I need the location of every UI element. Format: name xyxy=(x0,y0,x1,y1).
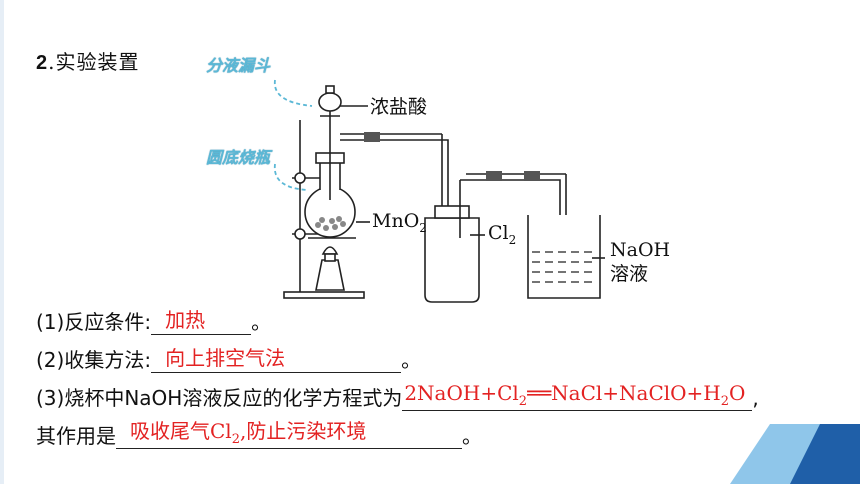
cl2-subscript: 2 xyxy=(508,232,517,247)
flame xyxy=(321,246,339,255)
mno2-subscript: 2 xyxy=(419,220,427,235)
label-mno2: MnO2 xyxy=(372,210,427,235)
gas-collecting-bottle xyxy=(424,217,480,303)
flask-arrow xyxy=(273,163,309,191)
eq-sub2: 2 xyxy=(720,394,730,409)
q3-equation: 2NaOH+Cl2══NaCl+NaClO+H2O xyxy=(404,381,745,409)
q1-blank: 加热 xyxy=(151,308,252,335)
eq-part3: O xyxy=(729,381,746,405)
mno2-particles xyxy=(315,216,346,231)
naoh-line2: 溶液 xyxy=(610,263,649,285)
funnel-arrow xyxy=(274,79,313,107)
label-conc-hcl: 浓盐酸 xyxy=(370,96,428,118)
q3-line2-suffix: 。 xyxy=(462,424,482,448)
eq-part2: ══NaCl+NaClO+H xyxy=(527,381,721,405)
question-3-line2: 其作用是吸收尾气Cl2,防止污染环境。 xyxy=(36,419,482,449)
naoh-line1: NaOH xyxy=(610,239,671,261)
q3-line2-prefix: 其作用是 xyxy=(36,424,116,448)
callout-separatory-funnel: 分液漏斗 xyxy=(206,56,271,75)
q2-suffix: 。 xyxy=(401,348,422,372)
answer2-part2: ,防止污染环境 xyxy=(239,419,367,443)
q3-blank: 2NaOH+Cl2══NaCl+NaClO+H2O xyxy=(402,381,753,411)
label-naoh: NaOH 溶液 xyxy=(610,238,670,286)
q2-prefix: (2)收集方法: xyxy=(36,348,152,372)
beaker xyxy=(527,215,601,299)
eq-sub1: 2 xyxy=(518,394,528,409)
q3-suffix: , xyxy=(752,386,759,410)
corner-decoration xyxy=(730,424,860,484)
section-heading: 2.实验装置 xyxy=(36,46,139,75)
q3-answer2: 吸收尾气Cl2,防止污染环境 xyxy=(130,415,366,447)
q1-prefix: (1)反应条件: xyxy=(36,310,152,334)
callout-round-bottom-flask: 圆底烧瓶 xyxy=(206,148,271,167)
question-2: (2)收集方法: 向上排空气法 。 xyxy=(36,344,421,373)
q2-answer: 向上排空气法 xyxy=(165,346,286,370)
separatory-funnel xyxy=(318,92,342,112)
answer2-sub: 2 xyxy=(231,432,240,447)
left-edge-bar xyxy=(0,0,4,484)
q3-prefix: (3)烧杯中NaOH溶液反应的化学方程式为 xyxy=(36,386,403,410)
section-number: 2 xyxy=(36,52,49,74)
mno2-text: MnO xyxy=(372,210,420,232)
q1-answer: 加热 xyxy=(165,308,206,332)
stand-base xyxy=(283,291,365,299)
label-cl2: Cl2 xyxy=(488,222,516,247)
q3-blank2: 吸收尾气Cl2,防止污染环境 xyxy=(116,419,462,449)
section-title: .实验装置 xyxy=(48,50,140,74)
eq-part1: 2NaOH+Cl xyxy=(404,381,519,405)
q2-blank: 向上排空气法 xyxy=(151,346,402,373)
cl2-text: Cl xyxy=(488,222,509,244)
apparatus-diagram xyxy=(273,79,605,303)
corner-dark-shape xyxy=(790,424,860,484)
q1-suffix: 。 xyxy=(251,310,272,334)
question-1: (1)反应条件: 加热 。 xyxy=(36,306,271,335)
naoh-solution xyxy=(532,251,596,283)
alcohol-lamp xyxy=(315,259,345,291)
answer2-part1: 吸收尾气Cl xyxy=(130,419,232,443)
